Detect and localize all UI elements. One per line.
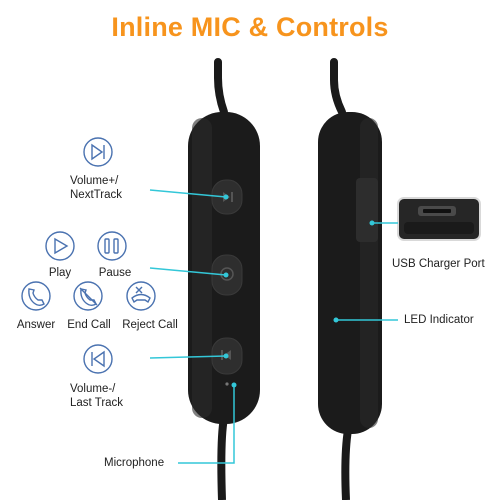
volume-up-label: Volume+/ NextTrack bbox=[70, 174, 122, 202]
play-icon bbox=[45, 231, 75, 261]
play-label: Play bbox=[48, 267, 72, 279]
phone-reject-icon bbox=[126, 281, 156, 311]
left-cable-top bbox=[214, 58, 228, 116]
usb-port-cover bbox=[356, 178, 378, 242]
next-track-icon bbox=[83, 137, 113, 167]
led-indicator-label: LED Indicator bbox=[404, 314, 474, 326]
volume-up-label-line1: Volume+/ bbox=[70, 175, 119, 187]
phone-end-icon bbox=[73, 281, 103, 311]
pause-label: Pause bbox=[98, 267, 132, 279]
volume-down-label-line1: Volume-/ bbox=[70, 383, 116, 395]
page-title: Inline MIC & Controls bbox=[111, 12, 389, 42]
end-call-label: End Call bbox=[67, 319, 111, 331]
right-cable-bottom bbox=[341, 429, 352, 500]
volume-down-label: Volume-/ Last Track bbox=[70, 382, 123, 410]
previous-track-icon bbox=[83, 344, 113, 374]
leader-lines bbox=[149, 189, 398, 464]
volume-up-label-line2: NextTrack bbox=[70, 189, 122, 201]
right-cable-top bbox=[330, 58, 346, 116]
microphone-label: Microphone bbox=[104, 457, 165, 469]
usb-port-label: USB Charger Port bbox=[392, 258, 485, 270]
pause-icon bbox=[97, 231, 127, 261]
microphone-hole bbox=[225, 382, 229, 386]
reject-call-label: Reject Call bbox=[122, 319, 178, 331]
answer-label: Answer bbox=[16, 319, 56, 331]
volume-down-label-line2: Last Track bbox=[70, 397, 124, 409]
left-cable-bottom bbox=[217, 417, 228, 500]
phone-answer-icon bbox=[21, 281, 51, 311]
